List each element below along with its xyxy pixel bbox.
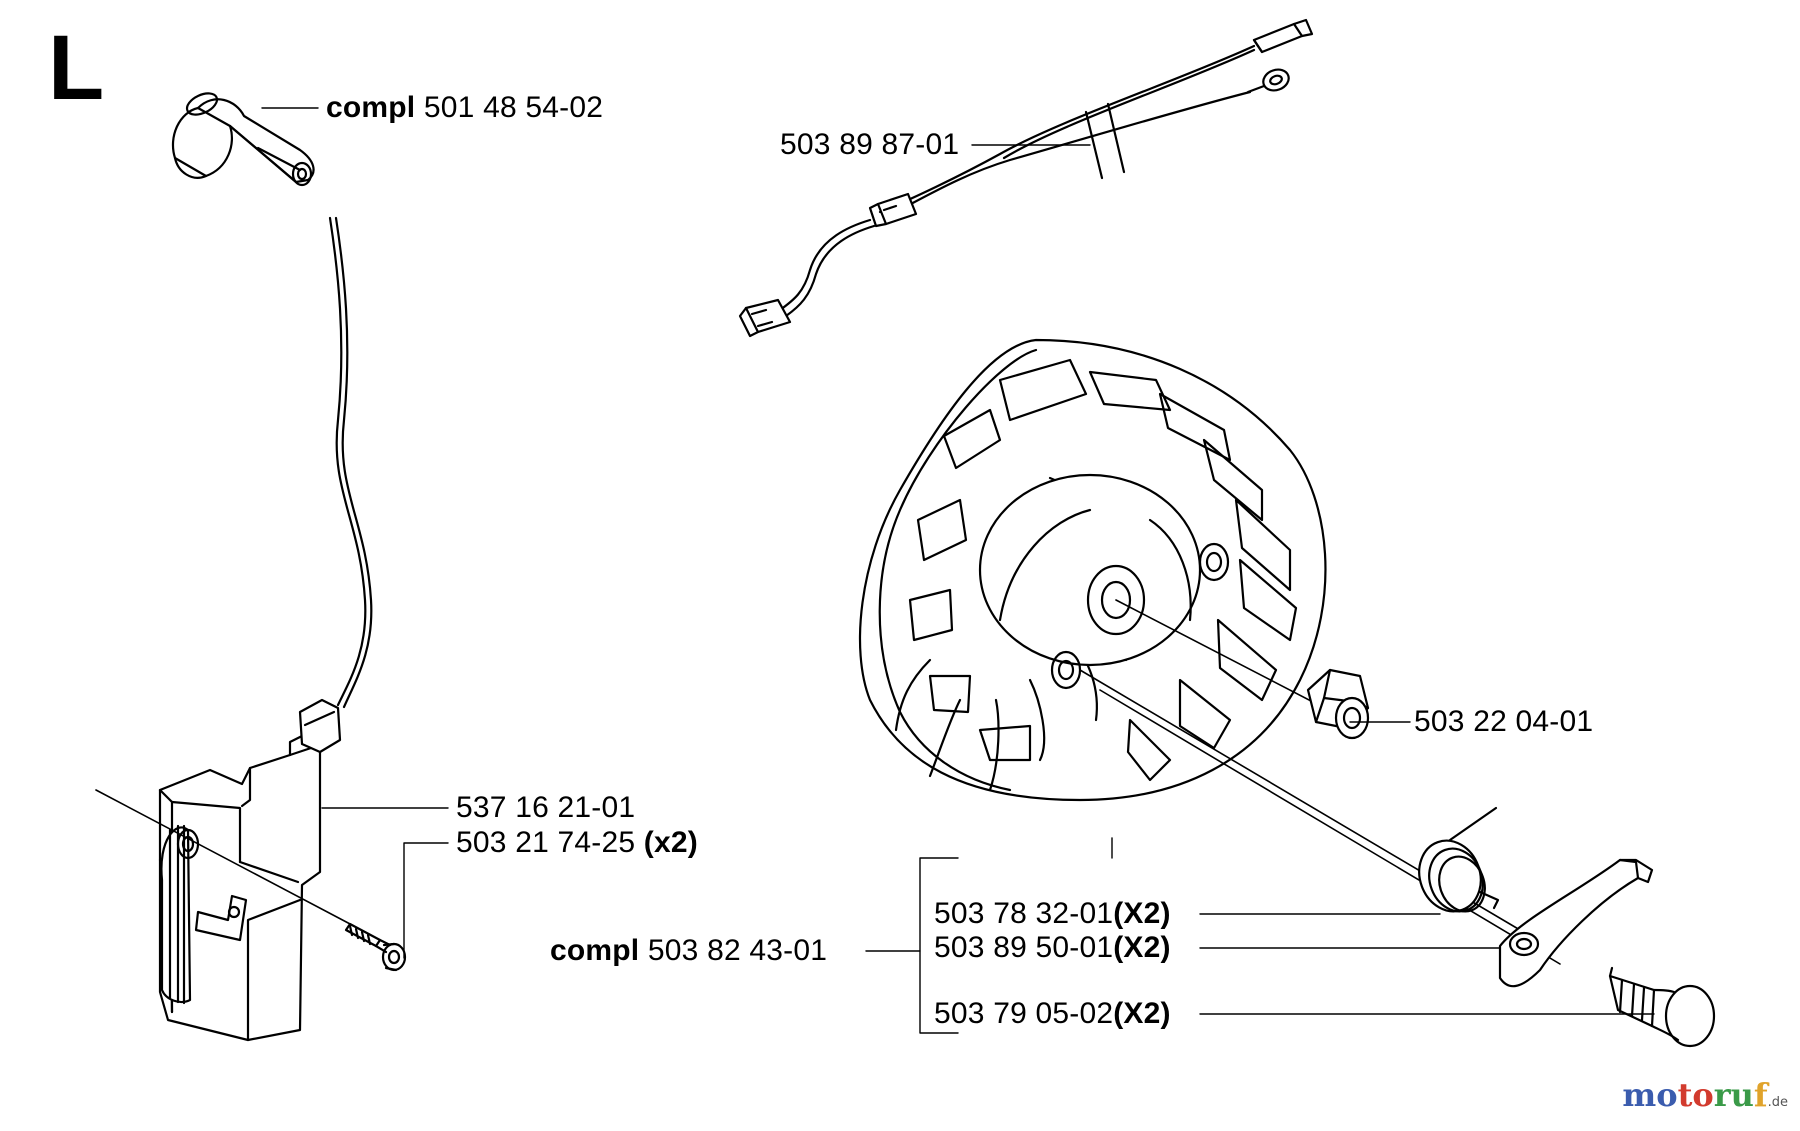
part-label-cable: 503 89 87-01 <box>780 128 959 162</box>
part-number: 503 22 04-01 <box>1414 705 1594 738</box>
part-number: 501 48 54-02 <box>423 91 604 124</box>
part-label-pin: 503 79 05-02(X2) <box>934 997 1171 1031</box>
part-label-plug-cap: compl 501 48 54-02 <box>326 91 603 125</box>
part-label-screw: 503 21 74-25 (x2) <box>456 826 698 860</box>
part-quantity: (X2) <box>1113 897 1171 930</box>
pawl-axis-line-2 <box>1099 689 1561 965</box>
part-number: 503 79 05-02 <box>934 997 1114 1030</box>
flywheel-axis-line <box>1115 599 1341 717</box>
part-label-ignition-module: 537 16 21-01 <box>456 791 635 825</box>
part-quantity: (x2) <box>643 826 698 859</box>
part-prefix: compl <box>550 934 640 967</box>
part-quantity: (X2) <box>1113 997 1171 1030</box>
ignition-lead-drawing <box>328 216 373 709</box>
pin-drawing <box>1608 966 1716 1048</box>
part-label-pawl: 503 89 50-01(X2) <box>934 931 1171 965</box>
spark-plug-cap-drawing <box>171 92 315 187</box>
part-number: 537 16 21-01 <box>456 791 636 824</box>
part-prefix: compl <box>326 91 416 124</box>
part-quantity: (X2) <box>1113 931 1171 964</box>
screw-drawing <box>344 922 407 972</box>
part-label-spring: 503 78 32-01(X2) <box>934 897 1171 931</box>
cable-assembly-drawing <box>738 18 1314 338</box>
flywheel-drawing <box>858 338 1327 802</box>
ignition-module-drawing <box>158 698 342 1042</box>
watermark-logo: motoruf.de <box>1622 1076 1788 1114</box>
pawl-drawing <box>1498 858 1654 988</box>
leader-lines <box>261 107 1655 1034</box>
part-number: 503 82 43-01 <box>647 934 828 967</box>
spring-drawing <box>1418 806 1500 913</box>
part-label-nut: 503 22 04-01 <box>1414 705 1593 739</box>
nut-drawing <box>1306 668 1370 740</box>
part-number: 503 21 74-25 <box>456 826 636 859</box>
assembly-axis-line <box>95 789 353 926</box>
part-number: 503 78 32-01 <box>934 897 1114 930</box>
part-label-flywheel: compl 503 82 43-01 <box>550 934 827 968</box>
part-number: 503 89 87-01 <box>780 128 960 161</box>
part-number: 503 89 50-01 <box>934 931 1114 964</box>
section-letter: L <box>48 17 105 119</box>
